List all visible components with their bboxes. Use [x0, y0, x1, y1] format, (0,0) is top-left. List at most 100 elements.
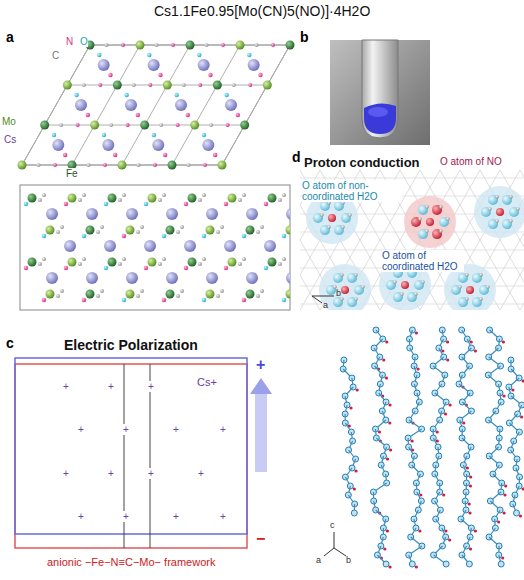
- cesium-atom: [86, 208, 98, 220]
- bond: [145, 125, 195, 126]
- framework-label: anionic −Fe−N≡C−Mo− framework: [47, 556, 215, 568]
- oxygen-atom: [202, 133, 206, 137]
- panel-letter: a: [6, 30, 14, 45]
- hydrogen-atom: [516, 207, 520, 211]
- oxygen-atom: [522, 379, 524, 382]
- oxygen-atom: [320, 225, 330, 235]
- hydrogen-atom: [414, 292, 418, 296]
- metal-atom: [136, 41, 145, 50]
- oxygen-atom: [520, 415, 523, 418]
- oxygen-atom: [497, 520, 500, 523]
- oxygen-atom: [462, 421, 465, 424]
- cesium-atom: [166, 208, 178, 220]
- charge-sign: +: [220, 511, 226, 522]
- metal-atom: [46, 290, 55, 299]
- oxygen-atom: [472, 297, 482, 307]
- bond: [95, 85, 118, 125]
- charge-sign: +: [148, 468, 154, 479]
- bond: [195, 85, 218, 125]
- nitrogen-atom: [76, 123, 80, 127]
- hydrogen-atom: [393, 280, 397, 284]
- metal-atom: [236, 41, 245, 50]
- carbon-atom: [158, 262, 162, 266]
- oxygen-atom: [502, 219, 512, 229]
- metal-atom: [246, 226, 255, 235]
- atom-label: Fe: [66, 168, 78, 179]
- oxygen-atom: [347, 297, 357, 307]
- hydrogen-atom: [425, 229, 429, 233]
- water-molecule: [498, 561, 504, 567]
- carbon-atom: [59, 123, 63, 127]
- water-molecule: [351, 510, 357, 516]
- bond: [122, 125, 145, 165]
- cesium-atom: [104, 240, 116, 252]
- metal-atom: [40, 121, 49, 130]
- polarization-arrow: [255, 392, 267, 472]
- metal-atom: [63, 81, 72, 90]
- light-atom: [42, 234, 46, 238]
- nitrogen-atom: [171, 43, 175, 47]
- bond: [190, 45, 240, 46]
- nitrogen-atom: [226, 123, 230, 127]
- oxygen-atom: [52, 133, 56, 137]
- carbon-atom: [282, 257, 286, 261]
- carbon-atom: [255, 43, 259, 47]
- carbon-atom: [159, 123, 163, 127]
- cation-box: [15, 358, 247, 534]
- water-cluster: [474, 186, 524, 238]
- hydrogen-atom: [327, 225, 331, 229]
- bond: [117, 85, 167, 86]
- oxygen-atom: [124, 93, 128, 97]
- carbon-atom: [122, 193, 126, 197]
- nitrogen-atom: [108, 73, 112, 77]
- cesium-atom: [286, 208, 290, 220]
- carbon-atom: [82, 257, 86, 261]
- light-atom: [224, 202, 228, 206]
- hydrogen-atom: [425, 205, 429, 209]
- ion-label: Cs+: [197, 376, 217, 388]
- bond: [300, 178, 524, 179]
- oxygen-atom: [511, 388, 514, 391]
- hydrogen-atom: [439, 229, 443, 233]
- oxygen-atom: [224, 93, 228, 97]
- carbon-atom: [216, 294, 220, 298]
- axis-label: b: [346, 556, 351, 566]
- bond: [267, 45, 290, 85]
- carbon-atom: [60, 289, 64, 293]
- hydrogen-atom: [509, 219, 513, 223]
- light-atom: [82, 298, 86, 302]
- crystal-structure: [24, 193, 290, 302]
- metal-atom: [118, 161, 127, 170]
- metal-atom: [148, 194, 157, 203]
- metal-atom: [68, 194, 77, 203]
- oxygen-atom: [466, 466, 469, 469]
- carbon-atom: [96, 230, 100, 234]
- oxygen-atom: [333, 273, 343, 283]
- oxygen-atom: [388, 403, 391, 406]
- oxygen-atom: [347, 273, 357, 283]
- metal-atom: [68, 258, 77, 267]
- oxygen-atom: [503, 511, 506, 514]
- oxygen-atom: [502, 340, 505, 343]
- bond: [172, 165, 222, 166]
- bond: [117, 45, 140, 85]
- charge-sign: +: [63, 468, 69, 479]
- nitrogen-atom: [198, 83, 202, 87]
- carbon-atom: [187, 163, 191, 167]
- nitrogen-atom: [103, 163, 107, 167]
- metal-atom: [206, 290, 215, 299]
- oxygen-atom: [469, 475, 472, 478]
- carbon-atom: [109, 123, 113, 127]
- light-atom: [184, 202, 188, 206]
- oxygen-atom: [470, 340, 473, 343]
- nitrogen-atom: [248, 83, 252, 87]
- bond: [217, 85, 267, 86]
- cesium-atom: [46, 208, 58, 220]
- charge-sign: −: [256, 530, 265, 548]
- carbon-atom: [100, 289, 104, 293]
- carbon-atom: [238, 198, 242, 202]
- metal-atom: [263, 81, 272, 90]
- bond: [22, 125, 45, 165]
- carbon-atom: [137, 163, 141, 167]
- carbon-atom: [37, 163, 41, 167]
